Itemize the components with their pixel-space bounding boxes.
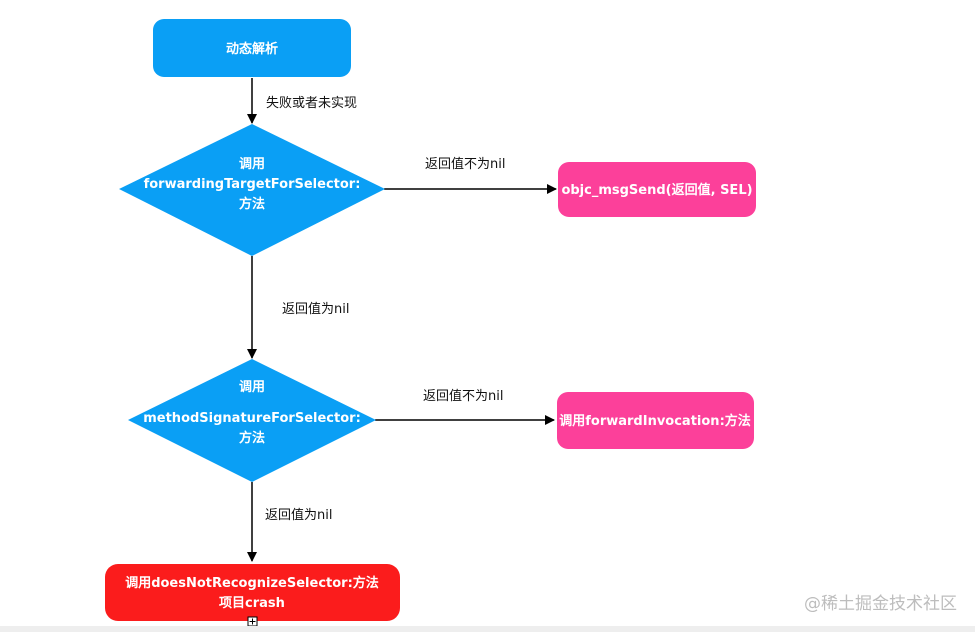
node-objc-msgsend-shape (558, 162, 756, 217)
node-forwarding-target-line-3: 方法 (239, 196, 265, 212)
edge-label-return-not-nil-2: 返回值不为nil (423, 388, 503, 404)
node-method-signature-line-3: 方法 (239, 430, 265, 446)
node-forwarding-target-line-2: forwardingTargetForSelector: (144, 177, 361, 192)
edge-label-return-nil-1: 返回值为nil (282, 301, 349, 317)
edge-label-fail-or-not-implemented: 失败或者未实现 (266, 96, 357, 111)
node-forwarding-target-line-1: 调用 (239, 157, 265, 172)
connection-handle-icon (247, 616, 258, 627)
node-does-not-recognize-shape (105, 564, 400, 621)
node-method-signature-line-2: methodSignatureForSelector: (143, 411, 361, 426)
node-forward-invocation-label: 调用forwardInvocation:方法 (559, 413, 751, 429)
edge-label-return-nil-2: 返回值为nil (265, 507, 332, 523)
node-does-not-recognize-line-2: 项目crash (219, 596, 285, 611)
node-forward-invocation: 调用forwardInvocation:方法 (557, 392, 754, 449)
node-objc-msgsend-label: objc_msgSend(返回值, SEL) (561, 182, 752, 198)
node-dynamic-resolution-shape (153, 19, 351, 77)
node-forwarding-target: 调用 forwardingTargetForSelector: 方法 (119, 124, 385, 256)
node-dynamic-resolution-label: 动态解析 (226, 41, 278, 57)
node-forward-invocation-shape (557, 392, 754, 449)
node-does-not-recognize-line-1: 调用doesNotRecognizeSelector:方法 (125, 575, 379, 591)
node-method-signature-line-1: 调用 (239, 380, 265, 395)
node-method-signature: 调用 methodSignatureForSelector: 方法 (128, 359, 376, 482)
watermark: @稀土掘金技术社区 (804, 594, 957, 614)
node-forwarding-target-shape (119, 124, 385, 256)
node-objc-msgsend: objc_msgSend(返回值, SEL) (558, 162, 756, 217)
node-does-not-recognize: 调用doesNotRecognizeSelector:方法 项目crash (105, 564, 400, 621)
node-dynamic-resolution: 动态解析 (153, 19, 351, 77)
node-method-signature-shape (128, 359, 376, 482)
edge-label-return-not-nil-1: 返回值不为nil (425, 156, 505, 172)
bottom-strip (0, 626, 975, 632)
